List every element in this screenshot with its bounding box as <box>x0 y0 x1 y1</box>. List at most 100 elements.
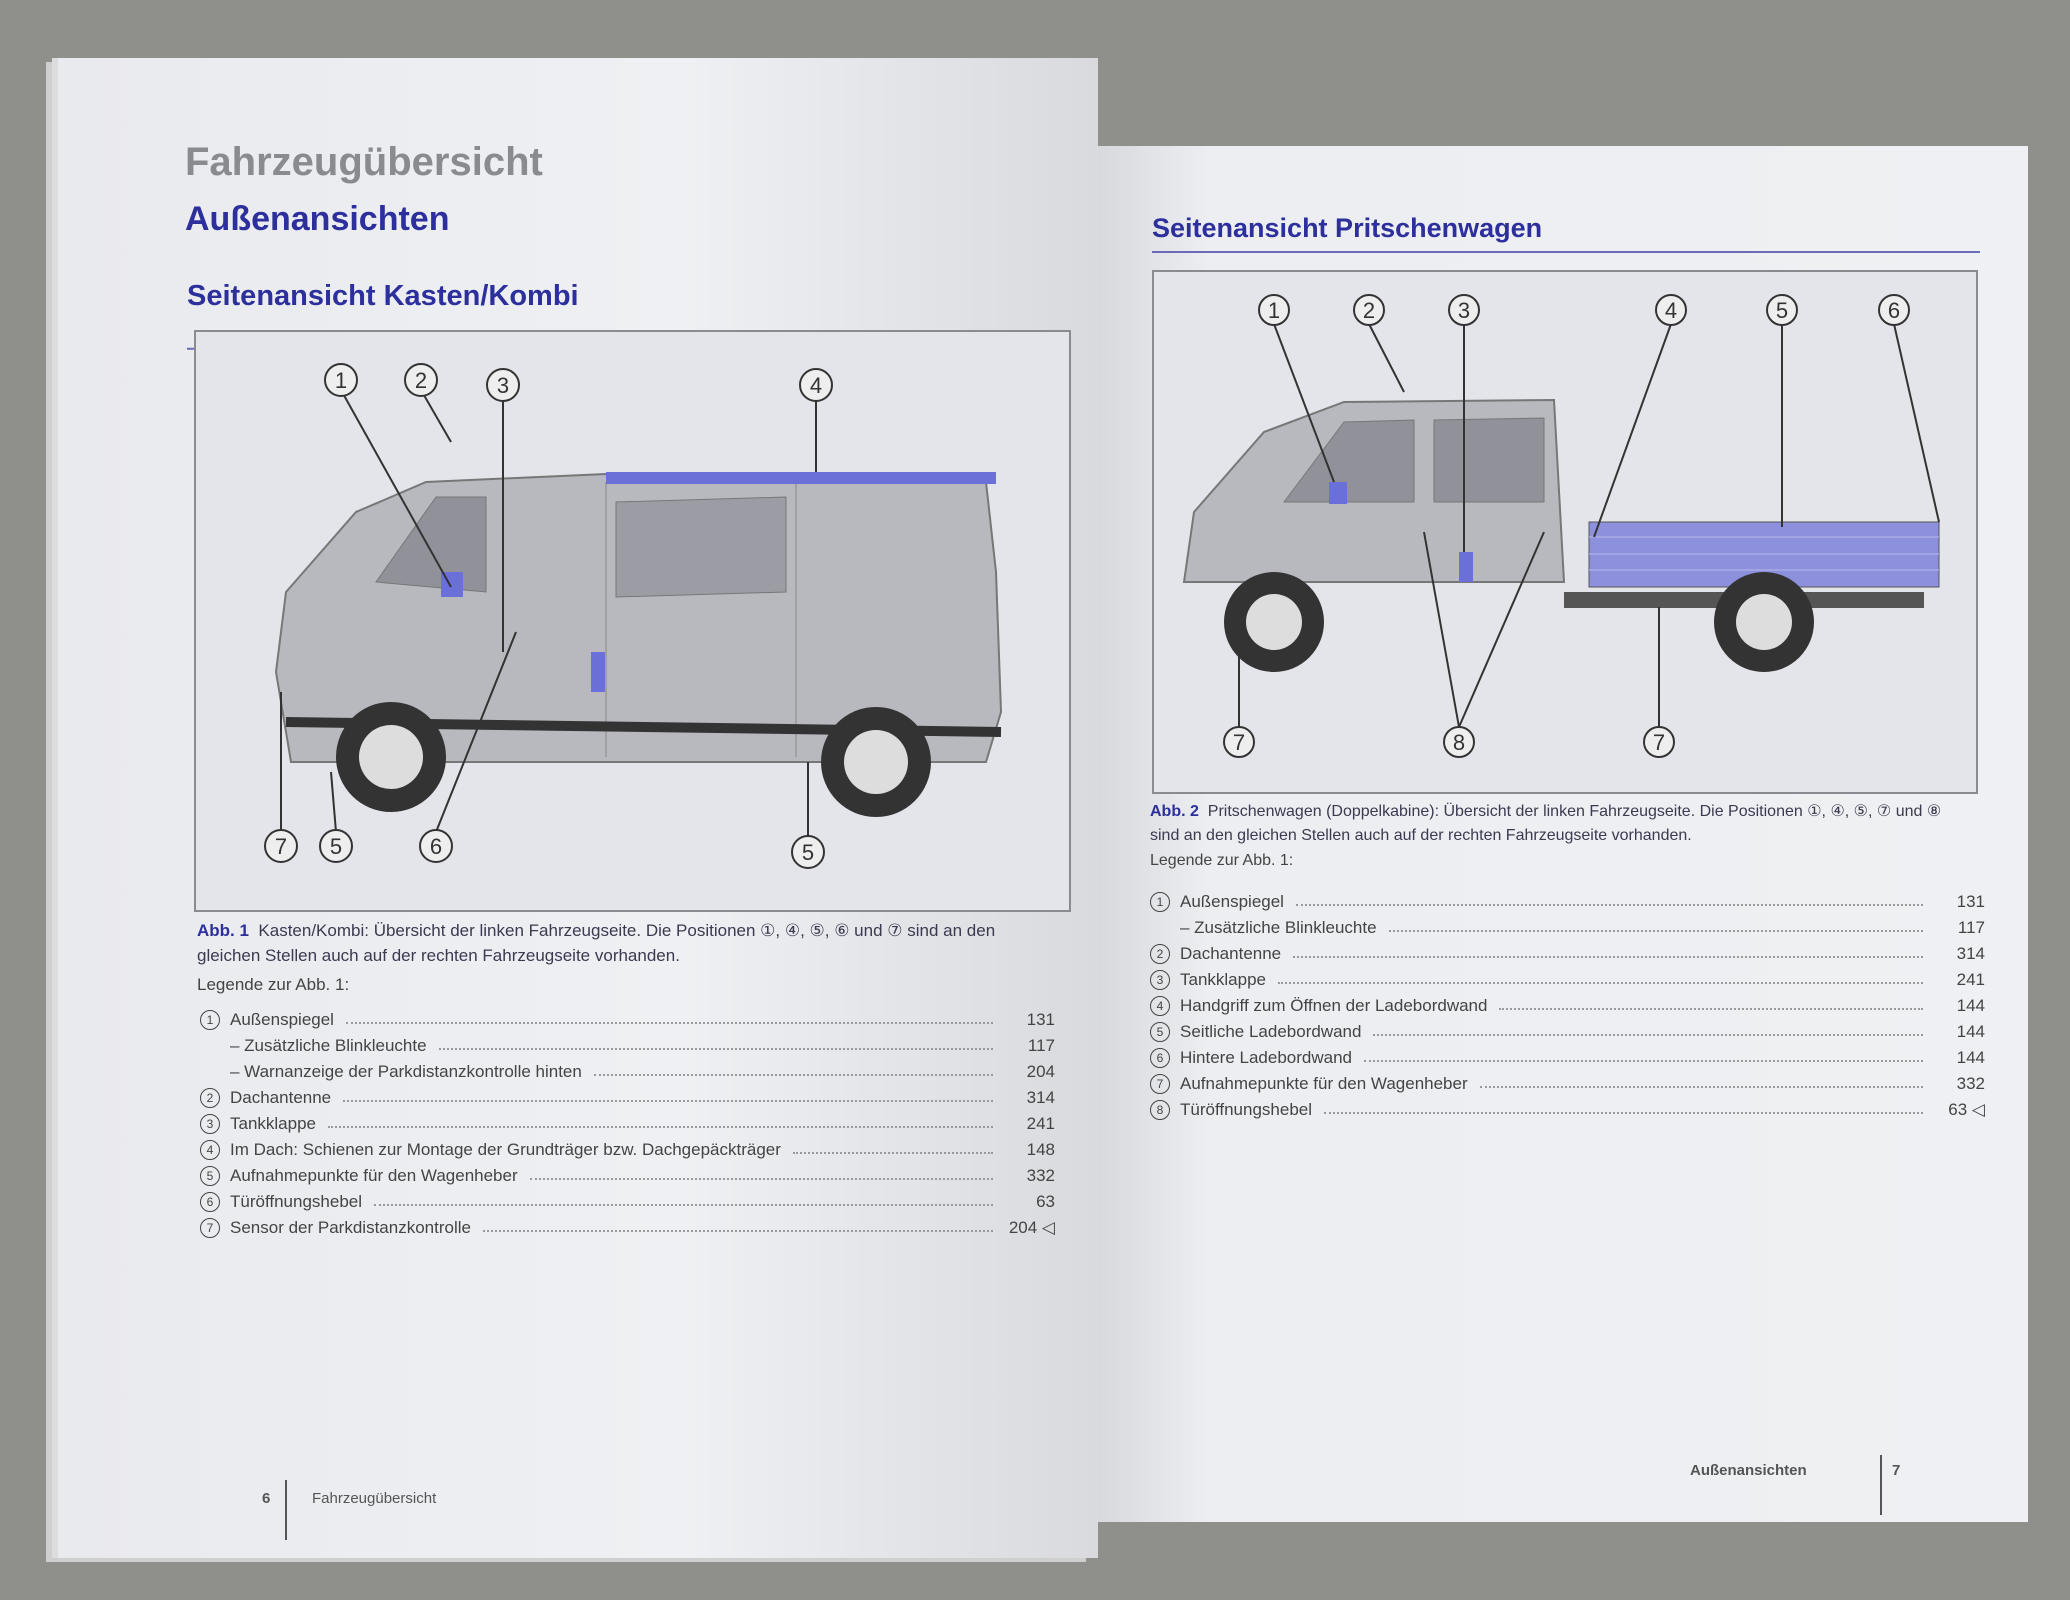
legend-label: Seitliche Ladebordwand <box>1180 1022 1362 1041</box>
callout-number-icon: 3 <box>1150 970 1170 990</box>
page-reference: 117 <box>1957 918 1985 937</box>
callout-number-icon: 2 <box>200 1088 220 1108</box>
legend-label: – Zusätzliche Blinkleuchte <box>230 1036 427 1055</box>
legend-label: Tankklappe <box>230 1114 317 1133</box>
legend-label: Aufnahmepunkte für den Wagenheber <box>230 1166 518 1185</box>
subsection-title-kasten: Seitenansicht Kasten/Kombi <box>187 280 579 312</box>
page-reference: 241 <box>1956 970 1985 989</box>
callout-number-icon: 8 <box>1150 1100 1170 1120</box>
page-reference: 241 <box>1026 1114 1055 1133</box>
legend-entry: – Zusätzliche Blinkleuchte 117 <box>200 1036 1055 1056</box>
leader-dots <box>1373 1024 1923 1036</box>
footer-divider-right <box>1880 1455 1882 1515</box>
callout-number-icon: 6 <box>1150 1048 1170 1068</box>
callout-number-icon: 5 <box>1150 1022 1170 1042</box>
legend-entry: 3 Tankklappe 241 <box>200 1114 1055 1134</box>
footer-page-number-right: 7 <box>1892 1462 1901 1479</box>
leader-dots <box>345 1012 993 1024</box>
page-reference: 131 <box>1026 1010 1055 1029</box>
svg-text:7: 7 <box>1653 730 1665 755</box>
footer-running-title: Fahrzeugübersicht <box>312 1490 437 1507</box>
legend-label: Türöffnungshebel <box>230 1192 363 1211</box>
legend-label: – Warnanzeige der Parkdistanzkontrolle h… <box>230 1062 582 1081</box>
svg-text:7: 7 <box>1233 730 1245 755</box>
pickup-illustration: 1 2 3 4 5 6 7 8 7 <box>1182 294 1940 758</box>
svg-text:6: 6 <box>1888 298 1900 323</box>
callout-number-icon: 3 <box>200 1114 220 1134</box>
legend-label: Aufnahmepunkte für den Wagenheber <box>1180 1074 1468 1093</box>
legend-entry: 8 Türöffnungshebel 63 ◁ <box>1150 1100 1985 1120</box>
page-reference: 148 <box>1026 1140 1055 1159</box>
legend-entry: 1 Außenspiegel 131 <box>1150 892 1985 912</box>
leader-dots <box>328 1116 993 1128</box>
legend-label: Tankklappe <box>1180 970 1267 989</box>
svg-text:6: 6 <box>430 834 442 859</box>
page-reference: 63 ◁ <box>1948 1100 1985 1119</box>
svg-text:8: 8 <box>1453 730 1465 755</box>
figure-pritschenwagen: 1 2 3 4 5 6 7 8 7 <box>1152 270 1978 794</box>
svg-text:1: 1 <box>335 368 347 393</box>
svg-text:7: 7 <box>275 834 287 859</box>
leader-dots <box>792 1142 993 1154</box>
legend-label: Außenspiegel <box>1180 892 1284 911</box>
svg-text:5: 5 <box>802 840 814 865</box>
van-illustration: 1 2 3 4 7 5 6 5 <box>264 363 1003 869</box>
legend-label: Sensor der Parkdistanzkontrolle <box>230 1218 471 1237</box>
legend-entry: – Warnanzeige der Parkdistanzkontrolle h… <box>200 1062 1055 1082</box>
callout-number-icon: 1 <box>1150 892 1170 912</box>
leader-dots <box>343 1090 993 1102</box>
footer-running-title-right: Außenansichten <box>1690 1462 1807 1479</box>
footer-divider <box>285 1480 287 1540</box>
legend-label: – Zusätzliche Blinkleuchte <box>1180 918 1377 937</box>
legend-entry: 4 Im Dach: Schienen zur Montage der Grund… <box>200 1140 1055 1160</box>
legend-label: Türöffnungshebel <box>1180 1100 1313 1119</box>
svg-text:3: 3 <box>497 373 509 398</box>
page-reference: 314 <box>1956 944 1985 963</box>
leader-dots <box>438 1038 993 1050</box>
page-reference: 117 <box>1027 1036 1055 1055</box>
figure-kasten-van: 1 2 3 4 7 5 6 5 <box>194 330 1071 912</box>
figure-caption-1: Abb. 1 Kasten/Kombi: Übersicht der linke… <box>197 921 996 965</box>
subsection-title-pritsche: Seitenansicht Pritschenwagen <box>1152 213 1543 243</box>
leader-dots <box>1293 946 1923 958</box>
page-reference: 63 <box>1036 1192 1055 1211</box>
svg-text:4: 4 <box>1665 298 1677 323</box>
svg-text:4: 4 <box>810 373 822 398</box>
legend-label: Dachantenne <box>230 1088 332 1107</box>
legend-label: Hintere Ladebordwand <box>1180 1048 1353 1067</box>
section-title: Außenansichten <box>185 200 450 238</box>
footer-page-number: 6 <box>262 1490 271 1507</box>
chapter-title: Fahrzeugübersicht <box>185 140 543 184</box>
leader-dots <box>1499 998 1923 1010</box>
page-reference: 204 <box>1026 1062 1055 1081</box>
legend-label: Außenspiegel <box>230 1010 334 1029</box>
legend-label: Dachantenne <box>1180 944 1282 963</box>
leader-dots <box>1388 920 1923 932</box>
callout-number-icon: 7 <box>1150 1074 1170 1094</box>
page-reference: 314 <box>1026 1088 1055 1107</box>
page-reference: 131 <box>1956 892 1985 911</box>
legend-label: Im Dach: Schienen zur Montage der Grundt… <box>230 1140 781 1159</box>
legend-entry: 2 Dachantenne 314 <box>200 1088 1055 1108</box>
roof-rail-highlight <box>606 472 996 484</box>
leader-dots <box>1324 1102 1923 1114</box>
callout-number-icon: 4 <box>200 1140 220 1160</box>
callout-number-icon: 5 <box>200 1166 220 1186</box>
svg-text:5: 5 <box>1776 298 1788 323</box>
callout-number-icon: 1 <box>200 1010 220 1030</box>
legend-entry: 1 Außenspiegel 131 <box>200 1010 1055 1030</box>
leader-dots <box>593 1064 993 1076</box>
fuel-flap-highlight <box>591 652 605 692</box>
page-reference: 332 <box>1956 1074 1985 1093</box>
legend-heading-1: Legende zur Abb. 1: <box>197 975 350 994</box>
legend-heading-2: Legende zur Abb. 1: <box>1150 852 1294 869</box>
legend-label: Handgriff zum Öffnen der Ladebordwand <box>1180 996 1488 1015</box>
legend-entry: 3 Tankklappe 241 <box>1150 970 1985 990</box>
leader-dots <box>529 1168 993 1180</box>
leader-dots <box>1479 1076 1923 1088</box>
